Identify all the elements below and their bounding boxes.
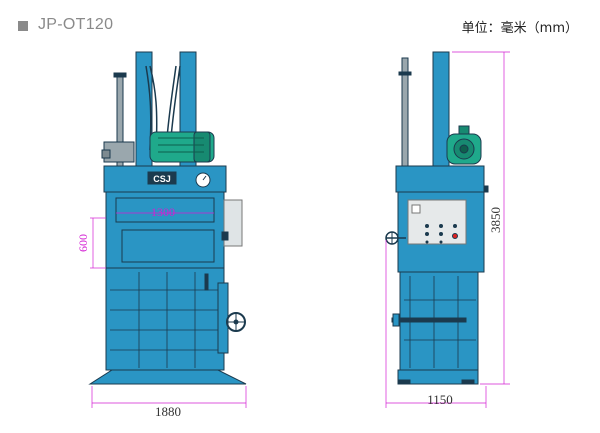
chamber-height-label: 600 xyxy=(76,234,90,252)
model-title: JP-OT120 xyxy=(38,16,114,33)
front-brand-plate xyxy=(147,171,177,185)
side-base xyxy=(397,369,479,385)
unit-label: 单位：毫米（mm） xyxy=(461,21,578,36)
front-rod-clamp xyxy=(113,72,127,78)
side-height-label: 3850 xyxy=(488,207,503,233)
side-lock-bar xyxy=(391,317,467,323)
side-width-label: 1150 xyxy=(427,392,453,407)
brand-plate-text: CSJ xyxy=(153,174,171,184)
side-view xyxy=(385,51,489,385)
front-base-feet xyxy=(88,369,247,385)
front-view xyxy=(88,51,247,385)
side-top-head xyxy=(395,165,485,193)
title-square-icon xyxy=(18,21,28,31)
front-lower-door xyxy=(105,267,225,371)
chamber-width-label: 1300 xyxy=(151,205,175,219)
side-dimension-lines xyxy=(385,51,510,408)
front-width-label: 1880 xyxy=(155,404,181,419)
front-dimension-lines xyxy=(90,212,247,408)
